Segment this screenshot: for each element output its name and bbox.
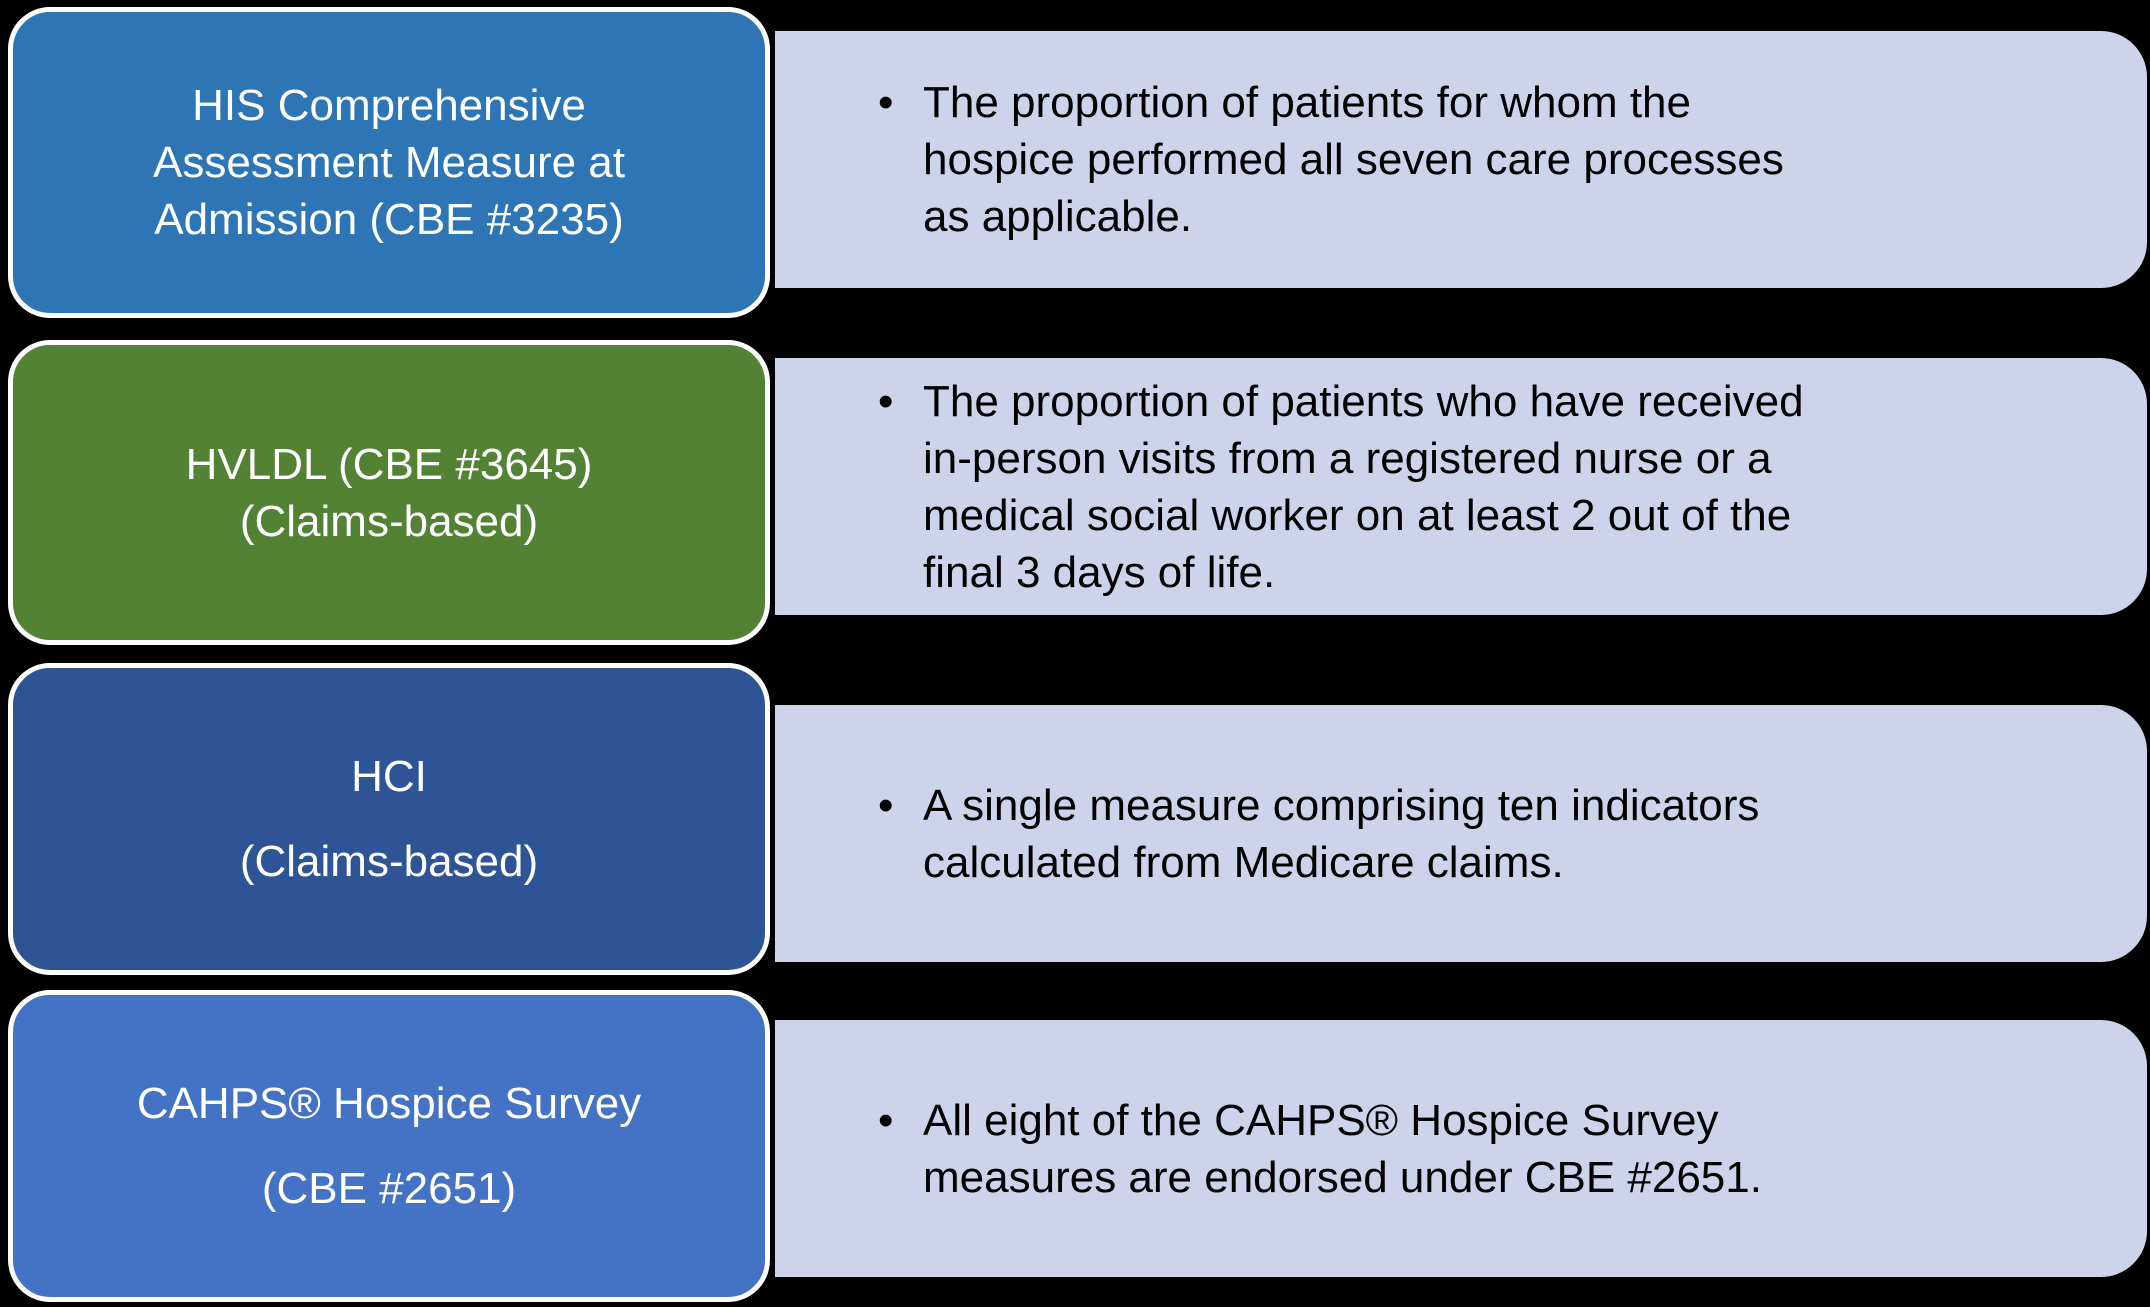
measure-description-panel-hvldl: • The proportion of patients who have re…	[775, 358, 2147, 615]
description-bullet-item: • The proportion of patients for whom th…	[878, 74, 2047, 245]
measure-label-text: HVLDL (CBE #3645) (Claims-based)	[185, 439, 593, 546]
measure-description-panel-hci: • A single measure comprising ten indica…	[775, 705, 2147, 962]
description-bullet-item: • The proportion of patients who have re…	[878, 373, 2047, 601]
measure-label-subtext: (CBE #2651)	[261, 1164, 517, 1213]
bullet-marker: •	[878, 1095, 894, 1145]
bullet-marker: •	[878, 376, 894, 426]
measure-label-subtext: (Claims-based)	[239, 837, 539, 886]
measure-label-box-cahps: CAHPS® Hospice Survey (CBE #2651)	[8, 990, 770, 1302]
bullet-marker: •	[878, 78, 894, 127]
bullet-marker: •	[878, 780, 894, 830]
description-text: All eight of the CAHPS® Hospice Survey m…	[923, 1095, 1762, 1202]
measure-label-text: HIS Comprehensive Assessment Measure at …	[153, 81, 625, 244]
description-bullet-item: • A single measure comprising ten indica…	[878, 777, 2047, 891]
description-text: The proportion of patients who have rece…	[923, 376, 1804, 597]
description-bullet-item: • All eight of the CAHPS® Hospice Survey…	[878, 1092, 2047, 1206]
measure-description-panel-cahps: • All eight of the CAHPS® Hospice Survey…	[775, 1020, 2147, 1277]
measure-label-text: CAHPS® Hospice Survey	[136, 1079, 642, 1128]
measure-label-text: HCI	[351, 752, 427, 801]
measure-description-panel-his: • The proportion of patients for whom th…	[775, 31, 2147, 288]
description-text: A single measure comprising ten indicato…	[923, 780, 1760, 887]
measure-label-box-hci: HCI (Claims-based)	[8, 663, 770, 975]
measure-label-box-his: HIS Comprehensive Assessment Measure at …	[8, 7, 770, 318]
measure-label-box-hvldl: HVLDL (CBE #3645) (Claims-based)	[8, 340, 770, 645]
description-text: The proportion of patients for whom the …	[923, 78, 1784, 241]
